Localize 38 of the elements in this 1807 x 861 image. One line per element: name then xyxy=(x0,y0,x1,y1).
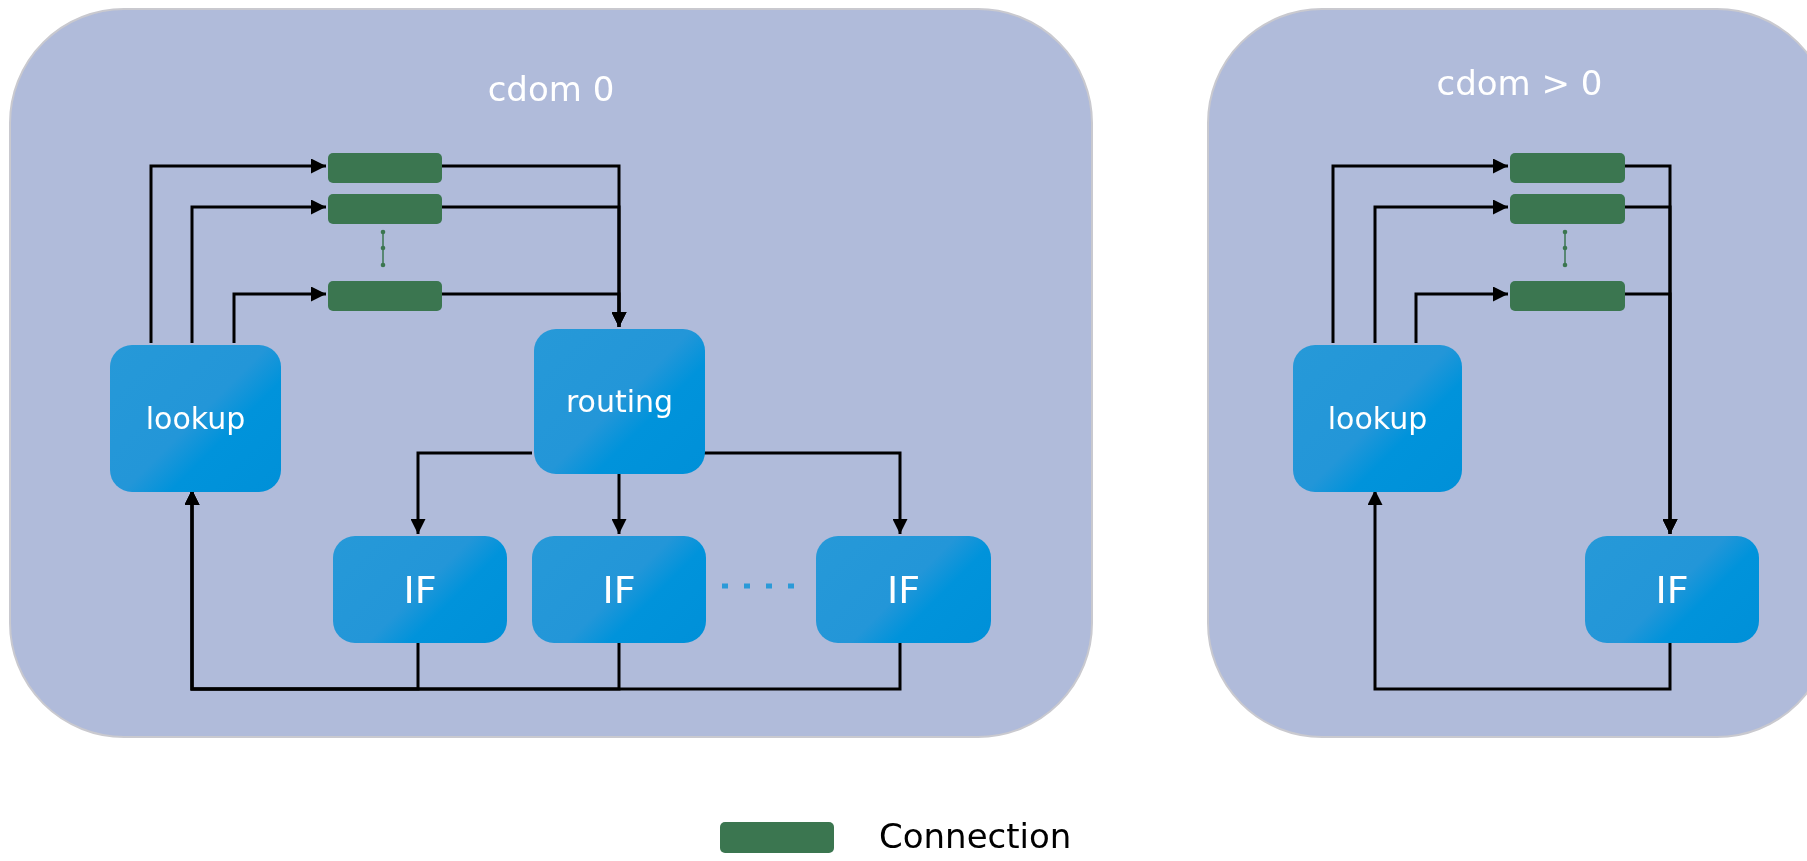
arrow xyxy=(149,158,326,343)
process-box xyxy=(110,345,281,492)
process-box xyxy=(1293,345,1462,492)
process-box xyxy=(816,536,991,643)
arrow xyxy=(1331,158,1508,343)
arrow xyxy=(190,199,326,343)
box-label: IF xyxy=(1655,567,1689,612)
arrow xyxy=(184,490,902,691)
arrow xyxy=(1373,199,1508,343)
connection-bar xyxy=(328,194,442,224)
panel-title: cdom 0 xyxy=(487,69,615,109)
arrow xyxy=(703,451,908,534)
box-label: IF xyxy=(886,567,921,612)
process-box xyxy=(1585,536,1759,643)
arrow xyxy=(611,472,627,534)
process-box xyxy=(333,536,507,643)
arrow xyxy=(1367,490,1672,691)
box-label: IF xyxy=(602,567,636,612)
arrow xyxy=(1623,292,1678,534)
process-box xyxy=(532,536,706,643)
connection-bar xyxy=(1510,194,1625,224)
arrow xyxy=(232,286,326,343)
box-label: lookup xyxy=(145,401,246,436)
box-label: routing xyxy=(565,384,674,419)
arrow xyxy=(440,292,627,327)
panel-region xyxy=(1207,8,1807,738)
panel-title: cdom > 0 xyxy=(1436,63,1603,103)
box-label: IF xyxy=(403,567,437,612)
arrow xyxy=(1414,286,1508,343)
connection-bar xyxy=(1510,153,1625,183)
process-box xyxy=(534,329,705,474)
connection-bar xyxy=(328,281,442,311)
connection-bar xyxy=(328,153,442,183)
arrow xyxy=(410,451,532,534)
panel-region xyxy=(9,8,1093,738)
connection-bar xyxy=(1510,281,1625,311)
legend-label: Connection xyxy=(879,816,1072,856)
box-label: lookup xyxy=(1327,401,1428,436)
